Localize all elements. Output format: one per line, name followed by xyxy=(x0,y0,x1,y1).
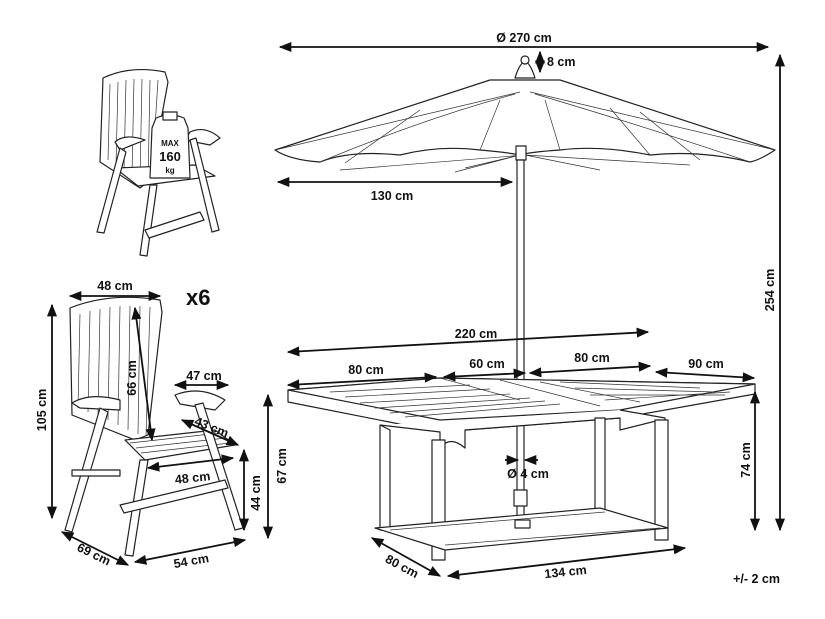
label-chair-total-height: 105 cm xyxy=(35,389,49,431)
label-chair-depth: 69 cm xyxy=(75,540,113,568)
label-leaf-right: 80 cm xyxy=(574,351,609,365)
max-load-value: 160 xyxy=(159,149,181,164)
max-load-unit: kg xyxy=(165,166,174,175)
label-chair-back-width: 48 cm xyxy=(97,279,132,293)
label-chair-arm-height: 67 cm xyxy=(275,448,289,483)
label-table-frame-length: 134 cm xyxy=(544,563,588,581)
label-table-hole: Ø 4 cm xyxy=(507,467,549,481)
label-chair-seat-height: 44 cm xyxy=(249,475,263,510)
label-table-width: 90 cm xyxy=(688,357,723,371)
label-leaf-middle: 60 cm xyxy=(469,357,504,371)
label-chair-seat-width: 48 cm xyxy=(174,469,211,487)
label-table-depth: 80 cm xyxy=(383,552,421,581)
label-umbrella-top: 8 cm xyxy=(547,55,576,69)
label-chair-count: x6 xyxy=(186,285,210,310)
label-tolerance: +/- 2 cm xyxy=(733,572,780,586)
label-chair-arm-width: 47 cm xyxy=(186,369,221,383)
dimension-lines xyxy=(46,41,786,580)
label-table-length: 220 cm xyxy=(455,327,497,341)
max-load-label: MAX xyxy=(161,139,179,148)
dimension-labels: Ø 270 cm 8 cm 130 cm 254 cm 220 cm 80 cm… xyxy=(35,31,780,586)
chair-max-load-drawing: MAX 160 kg xyxy=(96,68,221,257)
umbrella-drawing xyxy=(274,55,776,531)
label-umbrella-radius: 130 cm xyxy=(371,189,413,203)
label-table-height: 74 cm xyxy=(739,442,753,477)
label-umbrella-diameter: Ø 270 cm xyxy=(496,31,552,45)
label-chair-width: 54 cm xyxy=(173,551,210,571)
label-chair-back-height: 66 cm xyxy=(125,360,139,395)
label-leaf-left: 80 cm xyxy=(348,363,383,377)
label-total-height: 254 cm xyxy=(763,269,777,311)
